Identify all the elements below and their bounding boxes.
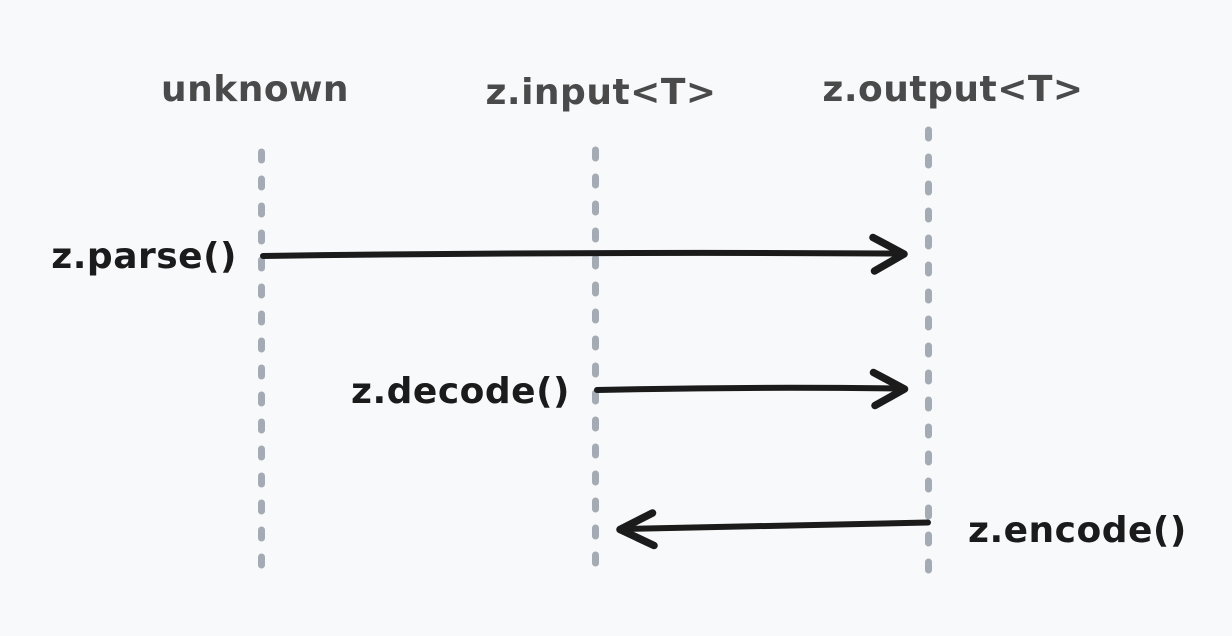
lifeline-header-unknown: unknown bbox=[161, 69, 349, 110]
lifeline-headers: unknown z.input<T> z.output<T> bbox=[161, 69, 1083, 113]
parse-label: z.parse() bbox=[51, 236, 237, 277]
lifeline-header-z-input: z.input<T> bbox=[485, 72, 716, 113]
encode-arrow-line bbox=[623, 519, 931, 532]
decode-arrow-line bbox=[594, 384, 902, 393]
lifeline-header-z-output: z.output<T> bbox=[822, 69, 1083, 110]
decode-arrow-head bbox=[869, 368, 909, 410]
message-parse: z.parse() bbox=[51, 233, 908, 277]
decode-label: z.decode() bbox=[351, 371, 570, 412]
message-decode: z.decode() bbox=[351, 368, 909, 412]
lifelines bbox=[258, 126, 932, 576]
encode-arrow-head bbox=[616, 509, 658, 550]
encode-label: z.encode() bbox=[968, 510, 1187, 551]
message-encode: z.encode() bbox=[616, 509, 1187, 551]
parse-arrow-line bbox=[260, 249, 901, 259]
parse-arrow-head bbox=[869, 233, 908, 275]
